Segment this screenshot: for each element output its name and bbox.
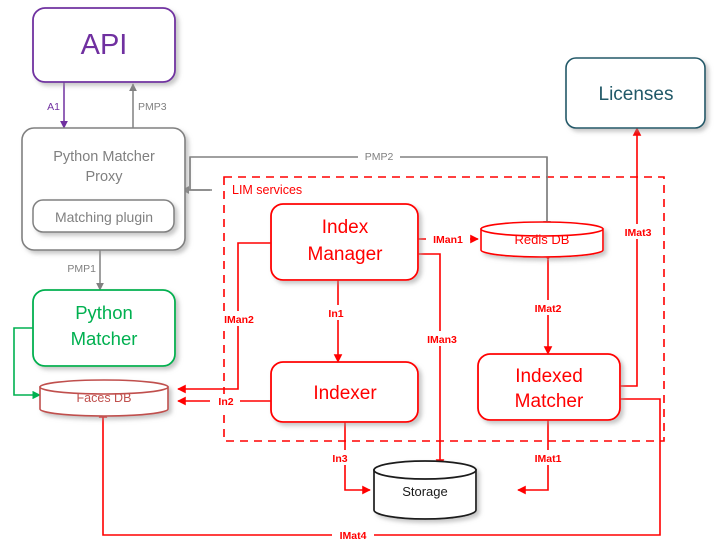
node-licenses[interactable]: Licenses [565,57,706,129]
edge-a1-label: A1 [47,101,60,113]
edge-iman3-label-bg [421,331,463,346]
edge-imat1-label-bg [527,450,569,465]
node-index-manager[interactable]: Index Manager [270,203,419,281]
edge-in1: In1 [320,280,350,363]
edge-imat1: IMat1 [517,420,569,495]
node-indexer-shape[interactable] [270,361,419,423]
edge-in3: In3 [324,422,371,495]
edge-iman2-label: IMan2 [224,314,254,326]
lim-services-group: LIM services [223,176,665,442]
edge-imat2-label-bg [527,300,569,315]
edge-pmp2-label-bg [358,149,400,163]
edge-iman3-label: IMan3 [427,334,457,346]
edge-in3-label-bg [324,450,354,465]
lim-services-boundary [223,176,665,442]
edge-iman1-label-bg [426,231,470,246]
node-redis-db-body[interactable] [480,228,604,258]
edge-python-matcher-faces-db [13,327,41,400]
edge-imat4: IMat4 [98,398,661,542]
edge-imat3-line [620,127,642,387]
edge-in2-label: In2 [218,396,233,408]
node-storage-body[interactable] [373,469,477,520]
node-faces-db-top [39,379,169,395]
node-matching-plugin-shape[interactable] [32,199,175,233]
edge-in1-label-bg [320,305,350,320]
edge-in2-label-bg [210,394,240,409]
edge-iman3: IMan3 [418,253,463,468]
lim-services-label: LIM services [232,183,302,197]
node-indexer[interactable]: Indexer [270,361,419,423]
node-python-matcher-shape[interactable] [32,289,176,367]
edge-imat1-line [517,420,549,495]
node-indexed-matcher-shape[interactable] [477,353,621,421]
node-licenses-shape[interactable] [565,57,706,129]
edge-in1-label: In1 [328,308,343,320]
node-index-manager-shape[interactable] [270,203,419,281]
edge-iman3-line [418,253,445,468]
node-matching-plugin[interactable]: Matching plugin [32,199,175,233]
edge-in3-line [344,422,371,495]
edge-imat3-label-bg [617,224,659,239]
edge-imat4-label: IMat4 [340,530,367,542]
node-redis-db-top [480,221,604,237]
edge-pmp2-elbow [189,157,212,191]
edge-pmp3: PMP3 [129,83,167,128]
node-faces-db[interactable]: Faces DB [39,379,169,417]
node-storage[interactable]: Storage [373,460,477,520]
edge-iman2: IMan2 [177,242,271,394]
edge-imat3: IMat3 [617,127,659,387]
edge-pmp2: PMP2 [181,149,551,229]
node-faces-db-body[interactable] [39,386,169,417]
edge-pmp2-label: PMP2 [365,151,394,163]
edge-in3-label: In3 [332,453,347,465]
node-python-matcher[interactable]: Python Matcher [32,289,176,367]
edge-pmp1-label: PMP1 [67,263,96,275]
edge-imat4-label-bg [332,527,374,542]
node-api-shape[interactable] [32,7,176,83]
edge-pmp1: PMP1 [67,242,104,291]
edge-pm-faces-line [13,327,41,400]
node-python-matcher-proxy[interactable]: Python Matcher Proxy Matching plugin [21,127,186,251]
edge-imat2: IMat2 [527,252,569,355]
edge-imat3-label: IMat3 [625,227,652,239]
node-api[interactable]: API [32,7,176,83]
edge-iman2-label-bg [218,311,260,326]
edge-imat2-label: IMat2 [535,303,562,315]
edge-iman1: IMan1 [410,231,479,246]
edge-in2: In2 [177,394,271,409]
node-storage-top [373,460,477,480]
node-redis-db[interactable]: Redis DB [480,221,604,258]
edge-imat4-line [98,398,661,536]
node-indexed-matcher[interactable]: Indexed Matcher [477,353,621,421]
edge-pmp3-label: PMP3 [138,101,167,113]
edge-imat1-label: IMat1 [535,453,562,465]
edge-a1: A1 [47,82,68,129]
edge-iman1-label: IMan1 [433,234,463,246]
